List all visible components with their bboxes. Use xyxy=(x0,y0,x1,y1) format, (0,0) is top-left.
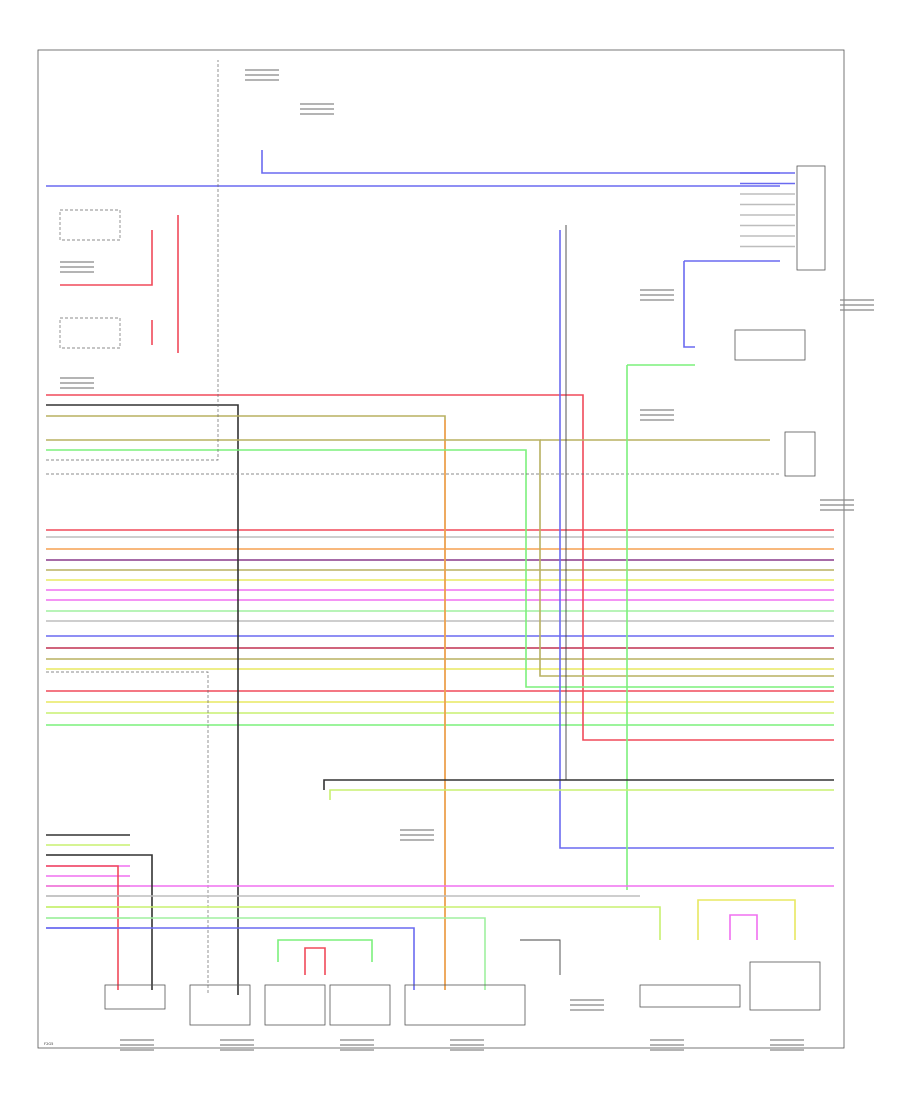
wire xyxy=(46,449,834,688)
component-box xyxy=(59,317,121,349)
component-box xyxy=(404,984,526,1026)
wire xyxy=(46,906,661,940)
wire xyxy=(46,404,239,995)
wire xyxy=(46,439,834,677)
wire xyxy=(520,939,561,975)
wire xyxy=(60,230,153,286)
component-box xyxy=(189,984,251,1026)
wire xyxy=(304,947,326,975)
wire xyxy=(329,789,834,800)
wire xyxy=(46,927,415,990)
component-box xyxy=(639,984,741,1008)
wire xyxy=(261,150,780,174)
component-box xyxy=(104,984,166,1010)
components-layer xyxy=(59,69,874,1051)
connector-box xyxy=(796,165,826,271)
component-box xyxy=(734,329,806,361)
component-box xyxy=(749,961,821,1011)
component-box xyxy=(784,431,816,477)
page-number: F2G5 xyxy=(44,1042,53,1046)
wire xyxy=(683,261,695,348)
wire xyxy=(46,854,153,990)
component-box xyxy=(329,984,391,1026)
diagram-frame xyxy=(37,49,845,1049)
component-box xyxy=(264,984,326,1026)
wire xyxy=(697,899,796,940)
wire xyxy=(323,779,834,790)
component-box xyxy=(59,209,121,241)
wires-layer xyxy=(46,60,834,995)
wire xyxy=(46,671,209,995)
wire xyxy=(277,939,373,962)
wire xyxy=(46,865,119,990)
wire xyxy=(559,230,834,849)
wire xyxy=(46,917,486,990)
wire xyxy=(46,394,834,741)
wire xyxy=(46,60,219,461)
wire xyxy=(729,914,758,940)
